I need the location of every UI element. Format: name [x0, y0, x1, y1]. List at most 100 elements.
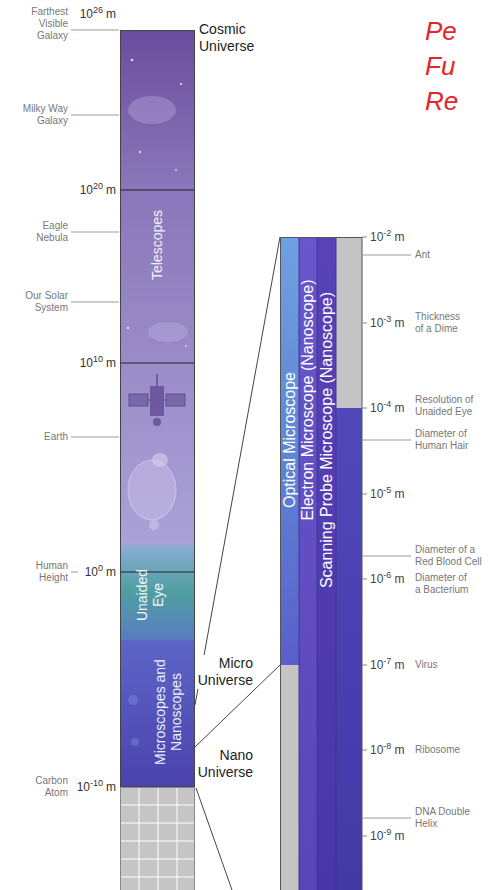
scale-value: 10-6m [370, 572, 404, 586]
region-label: Micro Universe [195, 655, 254, 689]
band-label: Scanning Probe Microscope (Nanoscope) [318, 240, 335, 640]
scale-value: 100m [85, 565, 116, 579]
scale-value: 1026m [80, 7, 116, 21]
power-base: 10 [77, 780, 90, 794]
power-base: 10 [370, 230, 383, 244]
power-base: 10 [370, 572, 383, 586]
label-text: Milky Way Galaxy [23, 103, 68, 126]
scale-value: 10-10m [77, 780, 116, 794]
power-exponent: -5 [383, 485, 391, 495]
band-label: Unaided Eye [134, 563, 166, 627]
label-text: Re [425, 86, 458, 116]
unit: m [394, 230, 404, 244]
power-base: 10 [80, 356, 93, 370]
unit: m [106, 183, 116, 197]
unaided-eye-range-band: Unaided Eye [120, 545, 195, 640]
unit: m [106, 780, 116, 794]
power-exponent: 26 [93, 5, 103, 15]
scale-value: 10-4m [370, 401, 404, 415]
object-label: Milky Way Galaxy [12, 103, 68, 127]
power-exponent: -10 [90, 778, 103, 788]
object-label: Human Height [12, 560, 68, 584]
label-text: Thickness of a Dime [415, 311, 460, 334]
power-exponent: -2 [383, 228, 391, 238]
band-label: Microscopes and Nanoscopes [152, 656, 184, 768]
label-text: Cosmic Universe [199, 21, 254, 54]
leader-lines [71, 30, 119, 572]
object-label: Carbon Atom [12, 775, 68, 799]
title-fragment: Re [425, 86, 458, 117]
region-label: Cosmic Universe [199, 21, 279, 55]
band-label: Electron Microscope (Nanoscope) [300, 240, 317, 560]
band-label: Telescopes [149, 195, 165, 295]
power-exponent: -6 [383, 570, 391, 580]
power-exponent: 0 [98, 563, 103, 573]
object-label: Virus [415, 659, 495, 671]
power-base: 10 [85, 565, 98, 579]
instrument-columns [280, 237, 362, 890]
power-base: 10 [370, 487, 383, 501]
scale-value: 10-7m [370, 658, 404, 672]
label-text: Human Height [36, 560, 68, 583]
unit: m [394, 658, 404, 672]
object-label: Eagle Nebula [12, 220, 68, 244]
object-label: Diameter of Human Hair [415, 428, 471, 452]
object-label: DNA Double Helix [415, 806, 475, 830]
power-exponent: -3 [383, 314, 391, 324]
unit: m [394, 316, 404, 330]
microscope-range-band: Microscopes and Nanoscopes [120, 640, 195, 787]
object-label: Our Solar System [12, 290, 68, 314]
label-text: Virus [415, 659, 438, 670]
telescope-range-band: Telescopes [120, 30, 195, 545]
scale-value: 1010m [80, 356, 116, 370]
object-label: Resolution of Unaided Eye [415, 394, 495, 418]
power-base: 10 [370, 829, 383, 843]
label-text: Ribosome [415, 744, 460, 755]
scale-value: 10-8m [370, 743, 404, 757]
power-base: 10 [80, 183, 93, 197]
label-text: Pe [425, 16, 457, 46]
unit: m [394, 401, 404, 415]
cosmic-scale-bar [120, 30, 195, 890]
label-text: Diameter of a Red Blood Cell [415, 544, 482, 567]
scale-value: 10-2m [370, 230, 404, 244]
label-text: Resolution of Unaided Eye [415, 394, 473, 417]
label-text: Earth [44, 431, 68, 442]
label-text: Farthest Visible Galaxy [31, 6, 68, 41]
power-base: 10 [370, 743, 383, 757]
label-text: Diameter of a Bacterium [415, 572, 468, 595]
unit: m [394, 829, 404, 843]
power-exponent: 20 [93, 181, 103, 191]
scanning-probe-band: Scanning Probe Microscope (Nanoscope) [317, 237, 336, 885]
electron-microscope-band: Electron Microscope (Nanoscope) [299, 237, 317, 885]
title-fragment: Pe [425, 16, 457, 47]
object-label: Diameter of a Red Blood Cell [415, 544, 485, 568]
label-text: Micro Universe [198, 655, 253, 688]
object-label: Earth [12, 431, 68, 443]
power-base: 10 [370, 658, 383, 672]
unit: m [394, 487, 404, 501]
label-text: Fu [425, 51, 455, 81]
object-label: Farthest Visible Galaxy [12, 6, 68, 42]
tick-marks [362, 237, 367, 836]
object-label: Diameter of a Bacterium [415, 572, 472, 596]
label-text: Eagle Nebula [36, 220, 68, 243]
region-label: Nano Universe [195, 747, 254, 781]
scale-value: 10-9m [370, 829, 404, 843]
unit: m [394, 572, 404, 586]
power-base: 10 [370, 401, 383, 415]
object-label: Thickness of a Dime [415, 311, 465, 335]
power-exponent: -8 [383, 741, 391, 751]
zoom-lines [195, 237, 280, 890]
power-base: 10 [370, 316, 383, 330]
label-text: Carbon Atom [35, 775, 68, 798]
band-label: Optical Microscope [281, 340, 298, 540]
power-base: 10 [80, 7, 93, 21]
unit: m [106, 356, 116, 370]
object-label: Ant [415, 249, 495, 261]
title-fragment: Fu [425, 51, 455, 82]
label-text: DNA Double Helix [415, 806, 470, 829]
object-label: Ribosome [415, 744, 495, 756]
scale-value: 10-5m [370, 487, 404, 501]
leader-lines [363, 255, 411, 818]
